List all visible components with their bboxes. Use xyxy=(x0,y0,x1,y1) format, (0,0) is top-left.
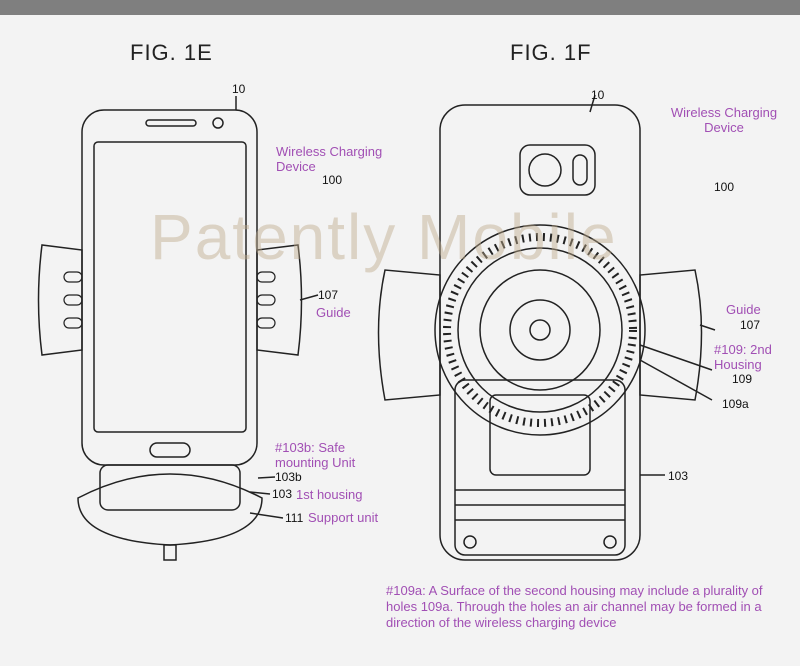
ref-109a: 109a xyxy=(722,397,749,411)
fig-1e-drawing xyxy=(37,96,319,561)
label-103-left: 1st housing xyxy=(296,487,363,502)
label-guide-right: Guide xyxy=(726,302,761,317)
left-guide xyxy=(37,244,83,356)
left-guide xyxy=(377,269,441,401)
ref-103b: 103b xyxy=(275,470,302,484)
home-button xyxy=(149,442,191,458)
camera-module xyxy=(519,144,596,196)
label-device-right: Wireless Charging Device xyxy=(670,105,778,135)
ref-103-right: 103 xyxy=(668,469,689,483)
ref-109: 109 xyxy=(732,372,753,386)
first-housing xyxy=(99,464,241,511)
ref-100-left: 100 xyxy=(322,173,343,187)
watermark: Patently Mobile xyxy=(150,201,618,273)
support-unit xyxy=(77,473,263,546)
label-103b: #103b: Safe mounting Unit xyxy=(275,440,356,470)
ref-10-right: 10 xyxy=(591,88,605,102)
vent-holes-109a xyxy=(443,233,637,427)
label-device-left: Wireless Charging Device xyxy=(276,144,383,174)
right-guide xyxy=(639,269,703,401)
label-guide-left: Guide xyxy=(316,305,351,320)
top-bar xyxy=(0,0,800,15)
phone-body xyxy=(81,109,258,466)
phone-screen xyxy=(93,141,247,433)
ref-107-left: 107 xyxy=(318,288,339,302)
ref-100-right: 100 xyxy=(714,180,735,194)
speaker xyxy=(145,119,197,127)
ref-103-left: 103 xyxy=(272,487,293,501)
label-111: Support unit xyxy=(308,510,379,525)
ref-111: 111 xyxy=(285,511,304,525)
ref-107-right: 107 xyxy=(740,318,761,332)
fig-1e-title: FIG. 1E xyxy=(130,40,213,65)
phone-back xyxy=(439,104,641,561)
fig-1f-title: FIG. 1F xyxy=(510,40,592,65)
caption: #109a: A Surface of the second housing m… xyxy=(386,583,763,630)
label-109: #109: 2nd Housing xyxy=(714,342,772,372)
second-housing xyxy=(434,224,646,436)
support-stem xyxy=(163,544,177,561)
right-guide xyxy=(256,244,303,356)
ref-10-left: 10 xyxy=(232,82,246,96)
lower-housing xyxy=(454,379,626,556)
fig-1f-drawing xyxy=(377,94,716,561)
